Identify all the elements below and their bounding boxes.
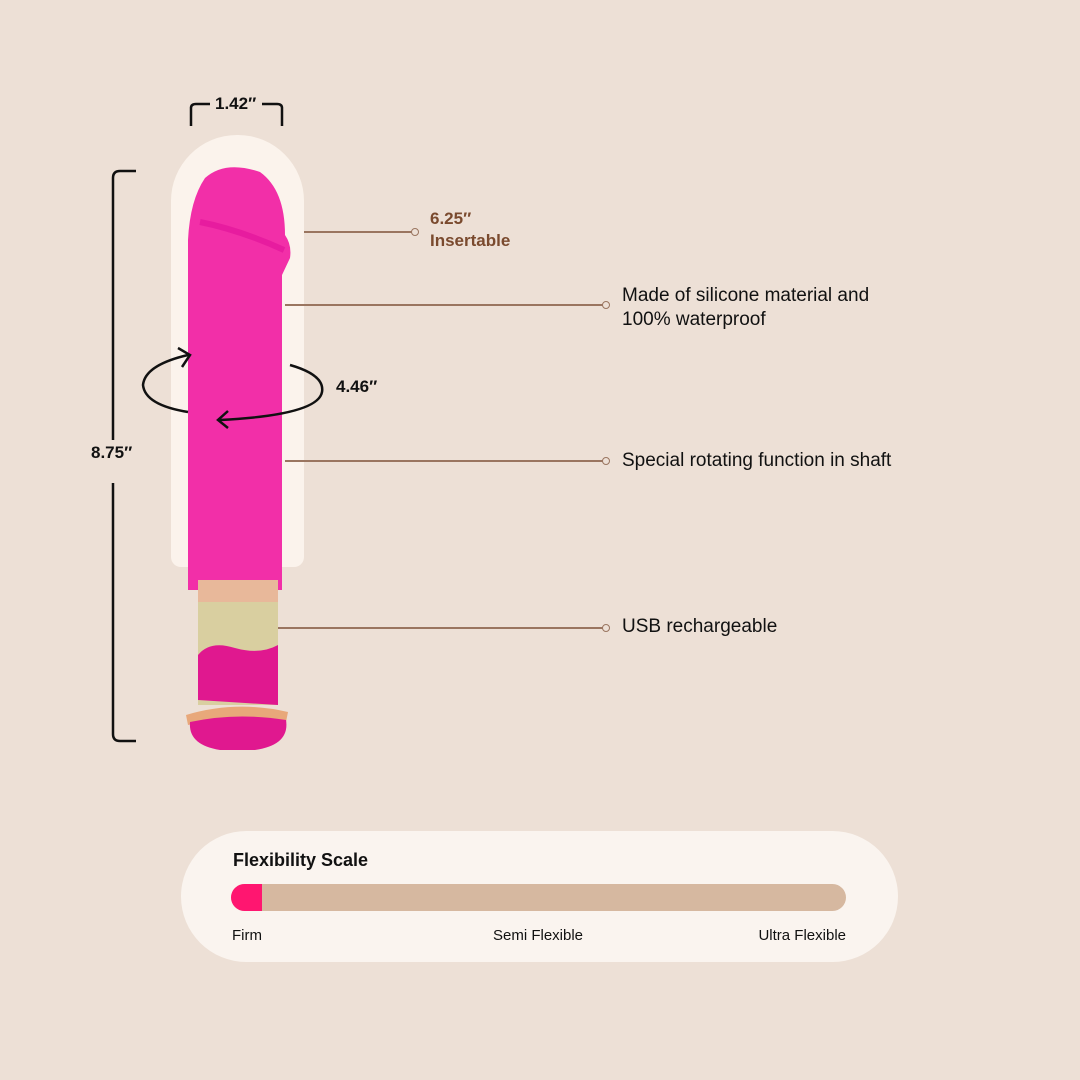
flexibility-scale-card: Flexibility Scale Firm Semi Flexible Ult…: [181, 831, 898, 962]
product-base: [198, 645, 278, 705]
label-semi-flexible: Semi Flexible: [493, 927, 584, 944]
callout-line: [285, 460, 604, 462]
callout-dot: [602, 301, 610, 309]
width-bracket: [189, 102, 284, 126]
product-head-ridge: [199, 219, 286, 253]
flexibility-bar: [231, 884, 846, 911]
flexibility-fill: [231, 884, 262, 911]
feature-rotating: Special rotating function in shaft: [622, 450, 892, 471]
insertable-label: Insertable: [430, 231, 511, 250]
feature-usb: USB rechargeable: [622, 616, 778, 637]
length-bracket: [111, 169, 136, 743]
feature-material: Made of silicone material and 100% water…: [622, 284, 869, 332]
callout-line: [304, 231, 413, 233]
product-shaft: [188, 167, 291, 590]
insertable-callout: 6.25″ Insertable: [430, 208, 510, 252]
label-ultra-flexible: Ultra Flexible: [758, 927, 846, 944]
callout-line: [278, 627, 604, 629]
length-label: 8.75″: [91, 443, 133, 462]
flexibility-title: Flexibility Scale: [233, 850, 369, 870]
insertable-value: 6.25″: [430, 209, 472, 228]
callout-dot: [602, 457, 610, 465]
feature-text: 100% waterproof: [622, 309, 766, 330]
circumference-arrow: [141, 353, 324, 422]
callout-line: [285, 304, 604, 306]
circumference-label: 4.46″: [336, 377, 378, 396]
width-label: 1.42″: [215, 94, 257, 113]
feature-text: Made of silicone material and: [622, 285, 870, 306]
label-firm: Firm: [232, 927, 262, 944]
callout-dot: [602, 624, 610, 632]
callout-dot: [411, 228, 419, 236]
